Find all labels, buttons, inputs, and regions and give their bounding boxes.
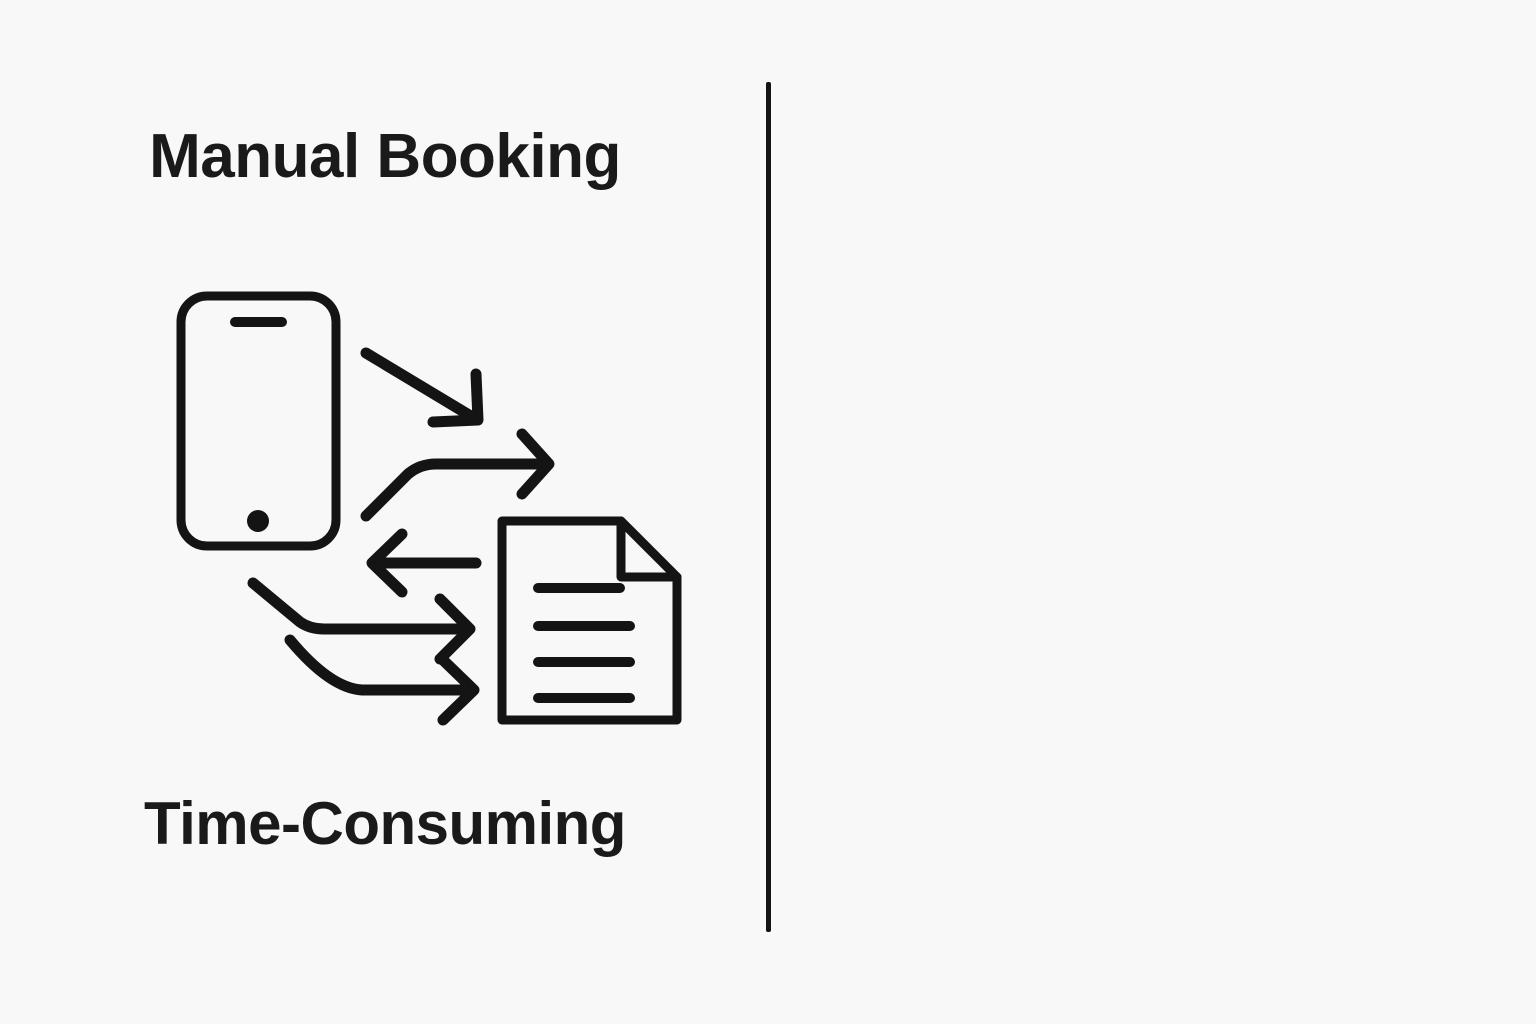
arrow-curved-right-lowest-icon	[284, 634, 480, 726]
arrow-curved-right-lower-icon	[247, 577, 476, 665]
page-title-manual: Manual Booking	[149, 122, 621, 191]
manual-booking-illustration	[176, 291, 682, 726]
arrow-curved-right-icon	[360, 428, 555, 522]
document-icon	[497, 516, 682, 725]
caption-time-consuming: Time-Consuming	[144, 790, 626, 857]
smartphone-icon	[176, 291, 341, 551]
manual-booking-panel: Manual Booking	[144, 122, 682, 857]
arrow-left-icon	[366, 528, 482, 598]
automated-booking-panel: Automated Booking Quick Streamlined	[768, 0, 1536, 1024]
arrow-diagonal-down-right-icon	[360, 347, 484, 428]
panel-divider	[766, 82, 771, 932]
